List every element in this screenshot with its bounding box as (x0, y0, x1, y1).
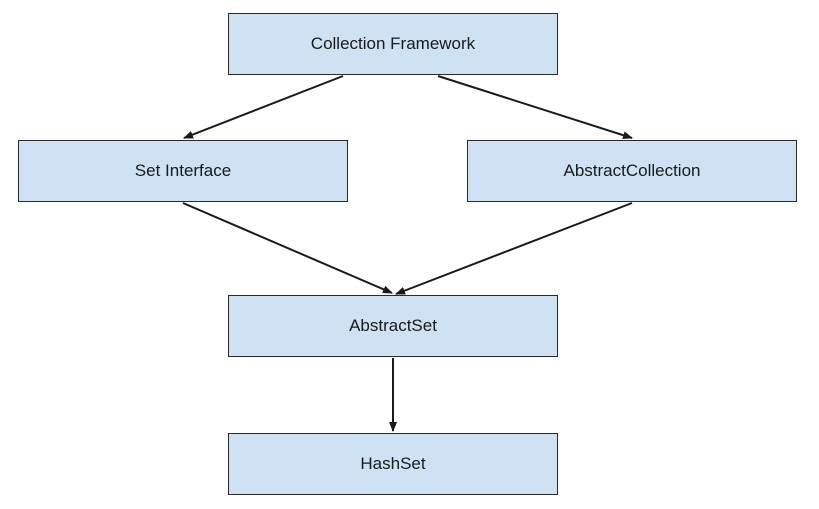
node-hashset: HashSet (228, 433, 558, 495)
node-set-interface: Set Interface (18, 140, 348, 202)
arrow-collection-to-set-interface (183, 75, 344, 139)
node-abstract-set: AbstractSet (228, 295, 558, 357)
node-abstract-collection: AbstractCollection (467, 140, 797, 202)
arrow-abstract-collection-to-abstract-set (395, 202, 633, 295)
arrow-collection-to-abstract-collection (437, 75, 633, 140)
arrow-set-interface-to-abstract-set (182, 202, 393, 294)
node-collection-framework: Collection Framework (228, 13, 558, 75)
